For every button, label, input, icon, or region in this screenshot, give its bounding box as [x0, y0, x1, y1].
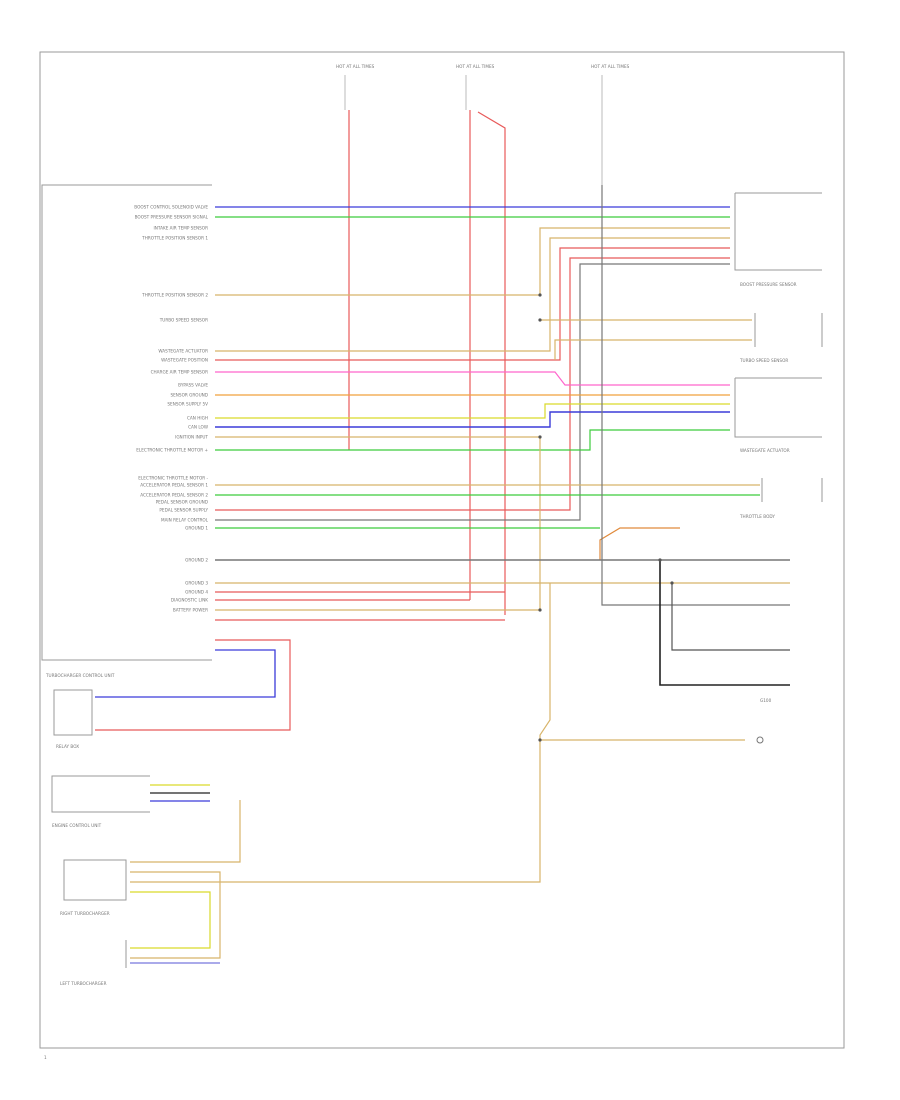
component-label: THROTTLE BODY	[739, 514, 775, 519]
page-code: 1	[44, 1055, 47, 1060]
module-pin-label: THROTTLE POSITION SENSOR 2	[141, 293, 208, 298]
wire-black	[671, 583, 790, 651]
right-component-3	[734, 377, 822, 438]
splice-points	[538, 293, 764, 744]
wire-orange	[599, 527, 680, 560]
module-pin-label: DIAGNOSTIC LINK	[171, 598, 208, 603]
module-pin-label: GROUND 1	[185, 526, 208, 531]
module-pin-label: SENSOR GROUND	[170, 393, 208, 398]
splice-dot	[538, 738, 542, 742]
module-pin-label: GROUND 3	[185, 581, 208, 586]
wire-bundle	[95, 110, 790, 964]
wire-black	[659, 560, 790, 686]
module-pin-label: BOOST PRESSURE SENSOR SIGNAL	[135, 215, 209, 220]
module-pin-label: INTAKE AIR TEMP SENSOR	[153, 226, 208, 231]
wire-blue	[95, 649, 276, 698]
splice-dot	[538, 608, 542, 612]
splice-dot	[538, 318, 542, 322]
module-pin-label: WASTEGATE ACTUATOR	[158, 349, 208, 354]
module-pin-label: TURBO SPEED SENSOR	[159, 318, 208, 323]
diagram-frame	[39, 51, 845, 1049]
wire-red	[95, 639, 291, 731]
wire-red	[477, 111, 506, 615]
engine-control-unit	[51, 775, 150, 813]
component-label: BOOST PRESSURE SENSOR	[740, 282, 797, 287]
module-pin-label: THROTTLE POSITION SENSOR 1	[141, 236, 208, 241]
module-pin-label: ACCELERATOR PEDAL SENSOR 1	[140, 483, 208, 488]
control-module-box	[41, 184, 212, 661]
wire-tan	[554, 339, 752, 360]
ground-symbol	[756, 736, 764, 744]
module-pin-label: CHARGE AIR TEMP SENSOR	[151, 370, 208, 375]
module-pin-labels: BOOST CONTROL SOLENOID VALVE BOOST PRESSU…	[134, 205, 208, 613]
splice-dot	[670, 581, 674, 585]
component-outline	[51, 775, 150, 813]
wire-red	[215, 257, 730, 511]
wire-tan	[215, 227, 730, 296]
module-pin-label: ACCELERATOR PEDAL SENSOR 2	[140, 493, 208, 498]
ground-label: G100	[760, 698, 772, 703]
module-pin-label: BOOST CONTROL SOLENOID VALVE	[134, 205, 208, 210]
component-outline	[734, 192, 822, 271]
module-pin-label: ELECTRONIC THROTTLE MOTOR +	[136, 448, 208, 453]
right-component-4	[761, 478, 823, 502]
fuse-block-2: HOT AT ALL TIMES	[456, 64, 495, 110]
wire-tan	[130, 583, 551, 883]
module-pin-label: IGNITION INPUT	[175, 435, 208, 440]
module-pin-label: GROUND 4	[185, 590, 208, 595]
component-outline	[63, 859, 127, 901]
component-outline	[754, 313, 823, 347]
fuse-block-3: HOT AT ALL TIMES	[591, 64, 630, 185]
module-pin-label: SENSOR SUPPLY 5V	[167, 402, 208, 407]
fuse-label: HOT AT ALL TIMES	[336, 64, 375, 69]
wire-gray	[601, 185, 790, 606]
component-outline	[734, 377, 822, 438]
module-pin-label: BYPASS VALVE	[178, 383, 208, 388]
module-pin-label: CAN HIGH	[187, 416, 208, 421]
module-pin-label: PEDAL SENSOR GROUND	[156, 500, 208, 505]
wire-tan	[130, 800, 241, 863]
splice-dot	[658, 558, 662, 562]
wire-yellow	[215, 403, 730, 419]
right-turbocharger	[63, 859, 127, 901]
component-label: WASTEGATE ACTUATOR	[740, 448, 790, 453]
component-label: ENGINE CONTROL UNIT	[52, 823, 102, 828]
control-module-name: TURBOCHARGER CONTROL UNIT	[45, 673, 115, 678]
splice-dot	[538, 435, 542, 439]
relay-box	[53, 689, 93, 736]
module-pin-label: PEDAL SENSOR SUPPLY	[159, 508, 208, 513]
component-label: LEFT TURBOCHARGER	[60, 981, 107, 986]
right-component-2	[754, 313, 823, 347]
module-pin-label: ELECTRONIC THROTTLE MOTOR -	[138, 476, 208, 481]
wire-blue	[215, 411, 730, 428]
module-pin-label: WASTEGATE POSITION	[161, 358, 208, 363]
component-label: RELAY BOX	[56, 744, 79, 749]
right-component-1	[734, 192, 822, 271]
component-outline	[53, 689, 93, 736]
module-pin-label: CAN LOW	[188, 425, 208, 430]
module-pin-label: MAIN RELAY CONTROL	[161, 518, 209, 523]
component-outline	[761, 478, 823, 502]
fuse-block-1: HOT AT ALL TIMES	[336, 64, 375, 110]
wire-yellow	[130, 891, 211, 949]
wire-red	[215, 247, 730, 361]
component-label: RIGHT TURBOCHARGER	[60, 911, 110, 916]
wire-tan	[130, 871, 221, 959]
wire-pink	[215, 371, 730, 386]
module-pin-label: GROUND 2	[185, 558, 208, 563]
wire-gray	[215, 263, 730, 521]
module-pin-label: BATTERY POWER	[173, 608, 208, 613]
fuse-label: HOT AT ALL TIMES	[456, 64, 495, 69]
component-label: TURBO SPEED SENSOR	[739, 358, 788, 363]
wire-green	[215, 429, 730, 451]
fuse-label: HOT AT ALL TIMES	[591, 64, 630, 69]
wire-tan	[215, 237, 730, 352]
splice-dot	[538, 293, 542, 297]
